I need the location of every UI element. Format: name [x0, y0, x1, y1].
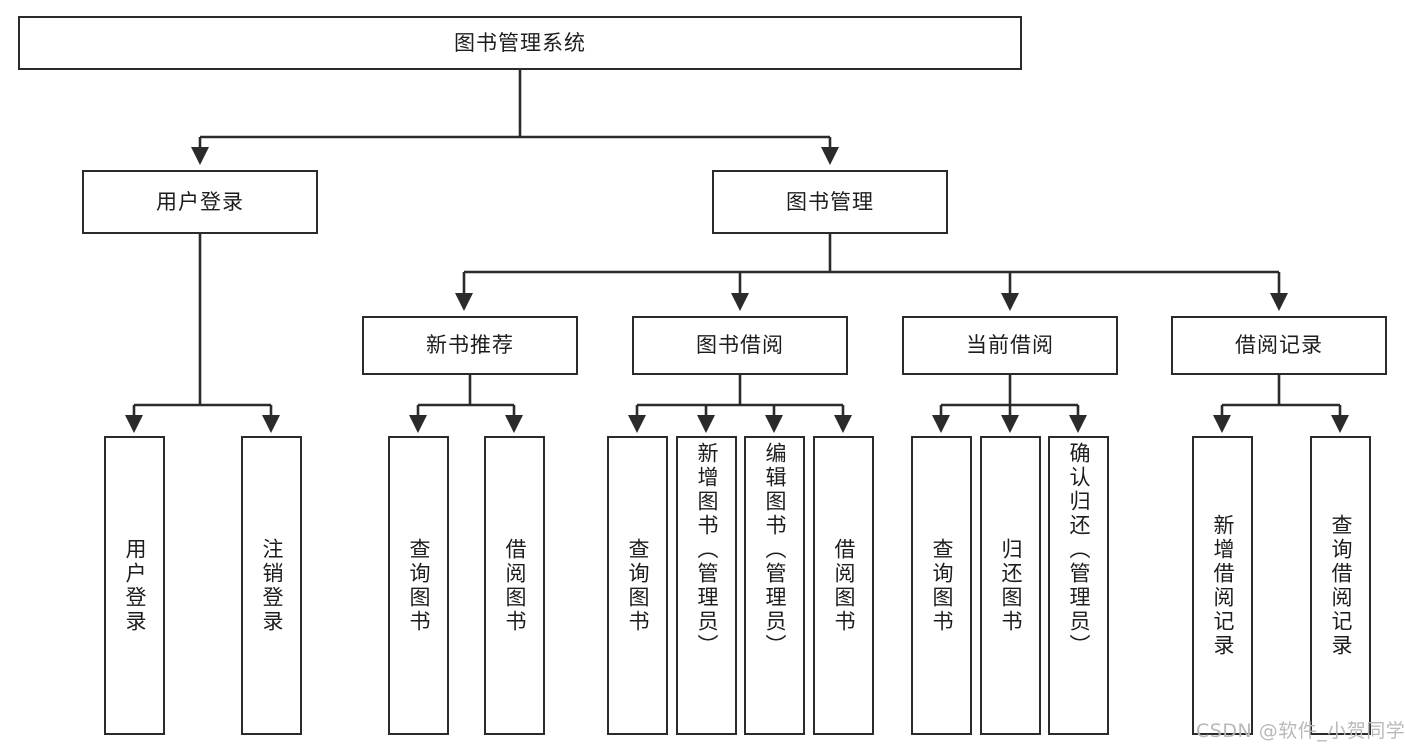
node-label: 新书推荐 [426, 333, 514, 358]
node-book-borrowing[interactable]: 图书借阅 [632, 316, 848, 375]
node-label: 借阅图书 [832, 537, 856, 634]
node-label: 编辑图书（管理员） [763, 442, 787, 658]
leaf-user-login[interactable]: 用户登录 [104, 436, 165, 735]
node-new-book-recommendation[interactable]: 新书推荐 [362, 316, 578, 375]
node-label: 查询图书 [407, 537, 431, 634]
node-label: 图书管理系统 [454, 30, 586, 55]
leaf-query-borrow-record[interactable]: 查询借阅记录 [1310, 436, 1371, 735]
leaf-add-borrow-record[interactable]: 新增借阅记录 [1192, 436, 1253, 735]
node-label: 查询图书 [626, 537, 650, 634]
node-label: 借阅记录 [1235, 333, 1323, 358]
leaf-borrow-book-new[interactable]: 借阅图书 [484, 436, 545, 735]
node-label: 查询图书 [930, 537, 954, 634]
node-current-borrowing[interactable]: 当前借阅 [902, 316, 1118, 375]
node-root-book-management-system[interactable]: 图书管理系统 [18, 16, 1022, 70]
leaf-edit-book-admin[interactable]: 编辑图书（管理员） [744, 436, 805, 735]
node-label: 新增借阅记录 [1211, 513, 1235, 658]
leaf-query-book-borrow[interactable]: 查询图书 [607, 436, 668, 735]
node-user-login[interactable]: 用户登录 [82, 170, 318, 234]
node-label: 用户登录 [156, 189, 244, 214]
node-label: 确认归还（管理员） [1067, 442, 1091, 658]
leaf-logout[interactable]: 注销登录 [241, 436, 302, 735]
node-label: 注销登录 [260, 537, 284, 634]
leaf-confirm-return-admin[interactable]: 确认归还（管理员） [1048, 436, 1109, 735]
leaf-query-book-new[interactable]: 查询图书 [388, 436, 449, 735]
watermark-csdn: CSDN @软件_小贺同学 [1196, 720, 1405, 742]
node-label: 借阅图书 [503, 537, 527, 634]
node-label: 用户登录 [123, 537, 147, 634]
node-borrowing-records[interactable]: 借阅记录 [1171, 316, 1387, 375]
node-label: 新增图书（管理员） [695, 442, 719, 658]
leaf-return-book[interactable]: 归还图书 [980, 436, 1041, 735]
leaf-query-book-current[interactable]: 查询图书 [911, 436, 972, 735]
node-label: 图书借阅 [696, 333, 784, 358]
leaf-add-book-admin[interactable]: 新增图书（管理员） [676, 436, 737, 735]
node-label: 图书管理 [786, 189, 874, 214]
node-label: 查询借阅记录 [1329, 513, 1353, 658]
node-book-management[interactable]: 图书管理 [712, 170, 948, 234]
node-label: 当前借阅 [966, 333, 1054, 358]
leaf-borrow-book[interactable]: 借阅图书 [813, 436, 874, 735]
node-label: 归还图书 [999, 537, 1023, 634]
